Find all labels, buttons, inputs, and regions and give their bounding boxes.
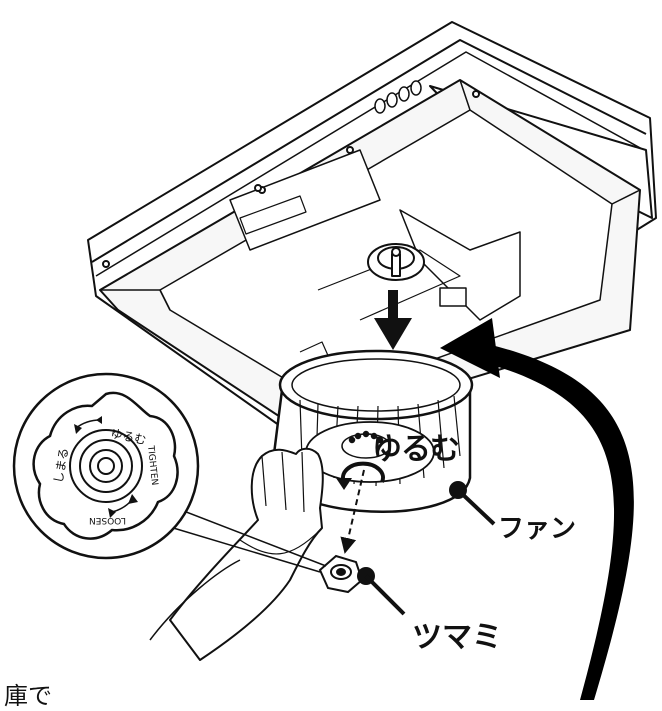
rotate-loosen-arrow — [336, 461, 385, 490]
knob-leader — [357, 567, 406, 616]
loosen-direction-label: ゆるむ — [372, 432, 460, 467]
knob-detail-callout — [12, 372, 327, 573]
hood-button-2[interactable] — [386, 92, 398, 108]
curved-arrow — [440, 318, 634, 700]
motor-hub — [367, 243, 425, 281]
knob — [318, 554, 364, 594]
hood-button-4[interactable] — [410, 80, 422, 96]
fan-label: ファン — [498, 514, 577, 544]
hood-rim — [91, 39, 647, 263]
knob-tighten-en: TIGHTEN — [145, 444, 159, 486]
range-hood — [87, 21, 657, 441]
fan-leader — [449, 481, 496, 526]
hood-control-panel — [374, 80, 422, 114]
knob-loosen-en: LOOSEN — [89, 515, 126, 525]
hood-button-3[interactable] — [398, 86, 410, 102]
knob-tighten-ja: しまる — [51, 447, 71, 485]
knob-label: ツマミ — [412, 620, 502, 655]
knob-drop-arrow — [340, 469, 365, 554]
hand — [149, 447, 324, 661]
hood-button-1[interactable] — [374, 98, 386, 114]
down-arrow — [374, 290, 412, 350]
partial-caption-text: 庫で — [4, 682, 52, 710]
